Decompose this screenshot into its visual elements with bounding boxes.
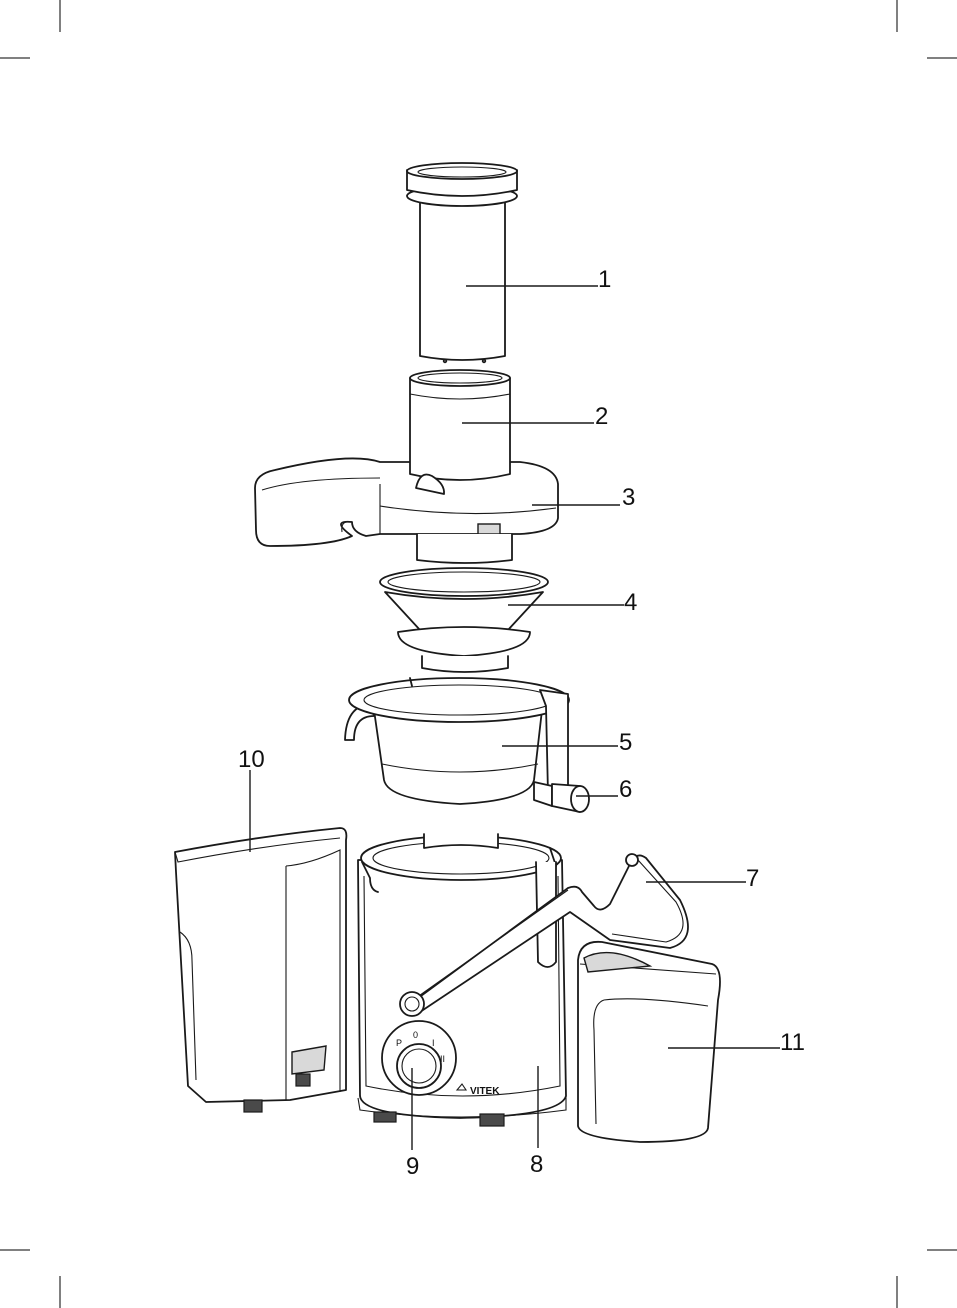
callout-10: 10 xyxy=(238,746,265,773)
speed-dial: P 0 I II xyxy=(382,1021,456,1095)
callout-4: 4 xyxy=(624,589,637,616)
callout-1: 1 xyxy=(598,266,611,293)
brand-logo: VITEK xyxy=(470,1086,500,1097)
dial-label-p: P xyxy=(396,1038,402,1048)
callout-9: 9 xyxy=(406,1153,419,1180)
dial-label-2: II xyxy=(440,1054,445,1064)
callout-5: 5 xyxy=(619,729,632,756)
callout-8: 8 xyxy=(530,1151,543,1178)
callout-6: 6 xyxy=(619,776,632,803)
feed-tube xyxy=(410,370,510,494)
pusher xyxy=(407,163,517,363)
pulp-container xyxy=(175,828,346,1112)
callout-2: 2 xyxy=(595,403,608,430)
filter-basket xyxy=(380,568,548,672)
lid xyxy=(255,458,558,563)
callout-7: 7 xyxy=(746,865,759,892)
callout-11: 11 xyxy=(780,1029,805,1056)
dial-label-0: 0 xyxy=(413,1030,418,1040)
filter-holder xyxy=(345,678,569,806)
dial-label-1: I xyxy=(432,1038,435,1048)
callout-3: 3 xyxy=(622,484,635,511)
spout xyxy=(552,784,589,812)
juice-jug xyxy=(578,942,720,1142)
